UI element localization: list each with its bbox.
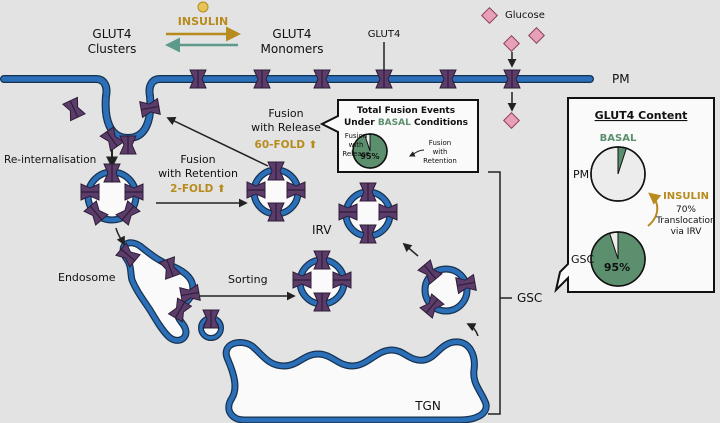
fusion-retention-line1: Fusion <box>180 153 215 166</box>
insulin-top-label: INSULIN <box>178 15 228 28</box>
fold-2-label: 2-FOLD ⬆ <box>170 183 226 195</box>
gsc-pie <box>590 231 646 287</box>
pm-label: PM <box>612 72 630 86</box>
content-title: GLUT4 Content <box>595 109 688 122</box>
vesicle-sorting <box>292 250 352 312</box>
monomers-label-line2: Monomers <box>261 42 324 56</box>
translocation-arrow <box>647 192 662 227</box>
vesicle-budding <box>417 259 477 319</box>
glucose-label: Glucose <box>505 10 545 21</box>
glucose-molecules <box>481 7 545 129</box>
gsc-bracket <box>488 171 512 415</box>
endosome-label: Endosome <box>58 271 116 284</box>
fusion-release-arrow <box>166 117 269 167</box>
content-via-irv: via IRV <box>671 227 703 237</box>
fold-60-label: 60-FOLD ⬆ <box>255 139 318 151</box>
budding-to-irv-arrow <box>402 242 419 257</box>
basal-pie <box>352 133 388 169</box>
vesicle-small <box>198 309 224 341</box>
reinternalisation-label: Re-internalisation <box>4 154 96 166</box>
vesicle-to-endosome-arrow <box>115 227 125 246</box>
monomers-label-line1: GLUT4 <box>272 27 311 41</box>
clusters-label-line1: GLUT4 <box>92 27 131 41</box>
pm-pie <box>590 146 646 202</box>
sorting-label: Sorting <box>228 273 268 286</box>
fusion-release-line1: Fusion <box>268 107 303 120</box>
vesicle-irv <box>338 182 398 244</box>
release-line1: Fusion <box>345 132 367 140</box>
tgn-label: TGN <box>414 399 441 413</box>
content-translocation: Translocation <box>655 216 716 226</box>
retention-pointer <box>408 149 425 157</box>
content-basal-label: BASAL <box>600 133 637 144</box>
irv-label: IRV <box>312 223 332 237</box>
content-gsc-label: GSC <box>571 253 595 266</box>
release-line2: with <box>349 141 364 149</box>
tgn-to-vesicle-arrow <box>466 323 479 337</box>
gsc-label: GSC <box>517 291 542 305</box>
fusion-release-line2: with Release <box>251 121 321 134</box>
pm-pie-outline <box>590 146 646 202</box>
clusters-label-line2: Clusters <box>88 42 137 56</box>
gsc-pie-pct: 95% <box>604 261 630 274</box>
tgn <box>222 338 490 423</box>
vesicle-retention <box>246 161 306 222</box>
basal-title-line2: Under BASAL Conditions <box>344 118 468 128</box>
gsc-pie-outline <box>590 231 646 287</box>
glut4-pointer-label: GLUT4 <box>368 29 401 40</box>
vesicle-left <box>80 163 144 226</box>
insulin-dot <box>197 1 209 13</box>
content-pct-70: 70% <box>676 205 696 215</box>
fusion-retention-line2: with Retention <box>158 167 238 180</box>
basal-title-line1: Total Fusion Events <box>357 106 455 116</box>
release-line3: Release <box>342 150 369 158</box>
content-pm-label: PM <box>573 168 589 181</box>
content-insulin: INSULIN <box>663 191 709 202</box>
basal-pie-outline <box>352 133 388 169</box>
retention-line1: Fusion <box>429 139 451 147</box>
retention-line3: Retention <box>423 157 457 165</box>
endosome <box>115 239 201 344</box>
retention-line2: with <box>433 148 448 156</box>
basal-pie-pct: 95% <box>360 152 379 161</box>
